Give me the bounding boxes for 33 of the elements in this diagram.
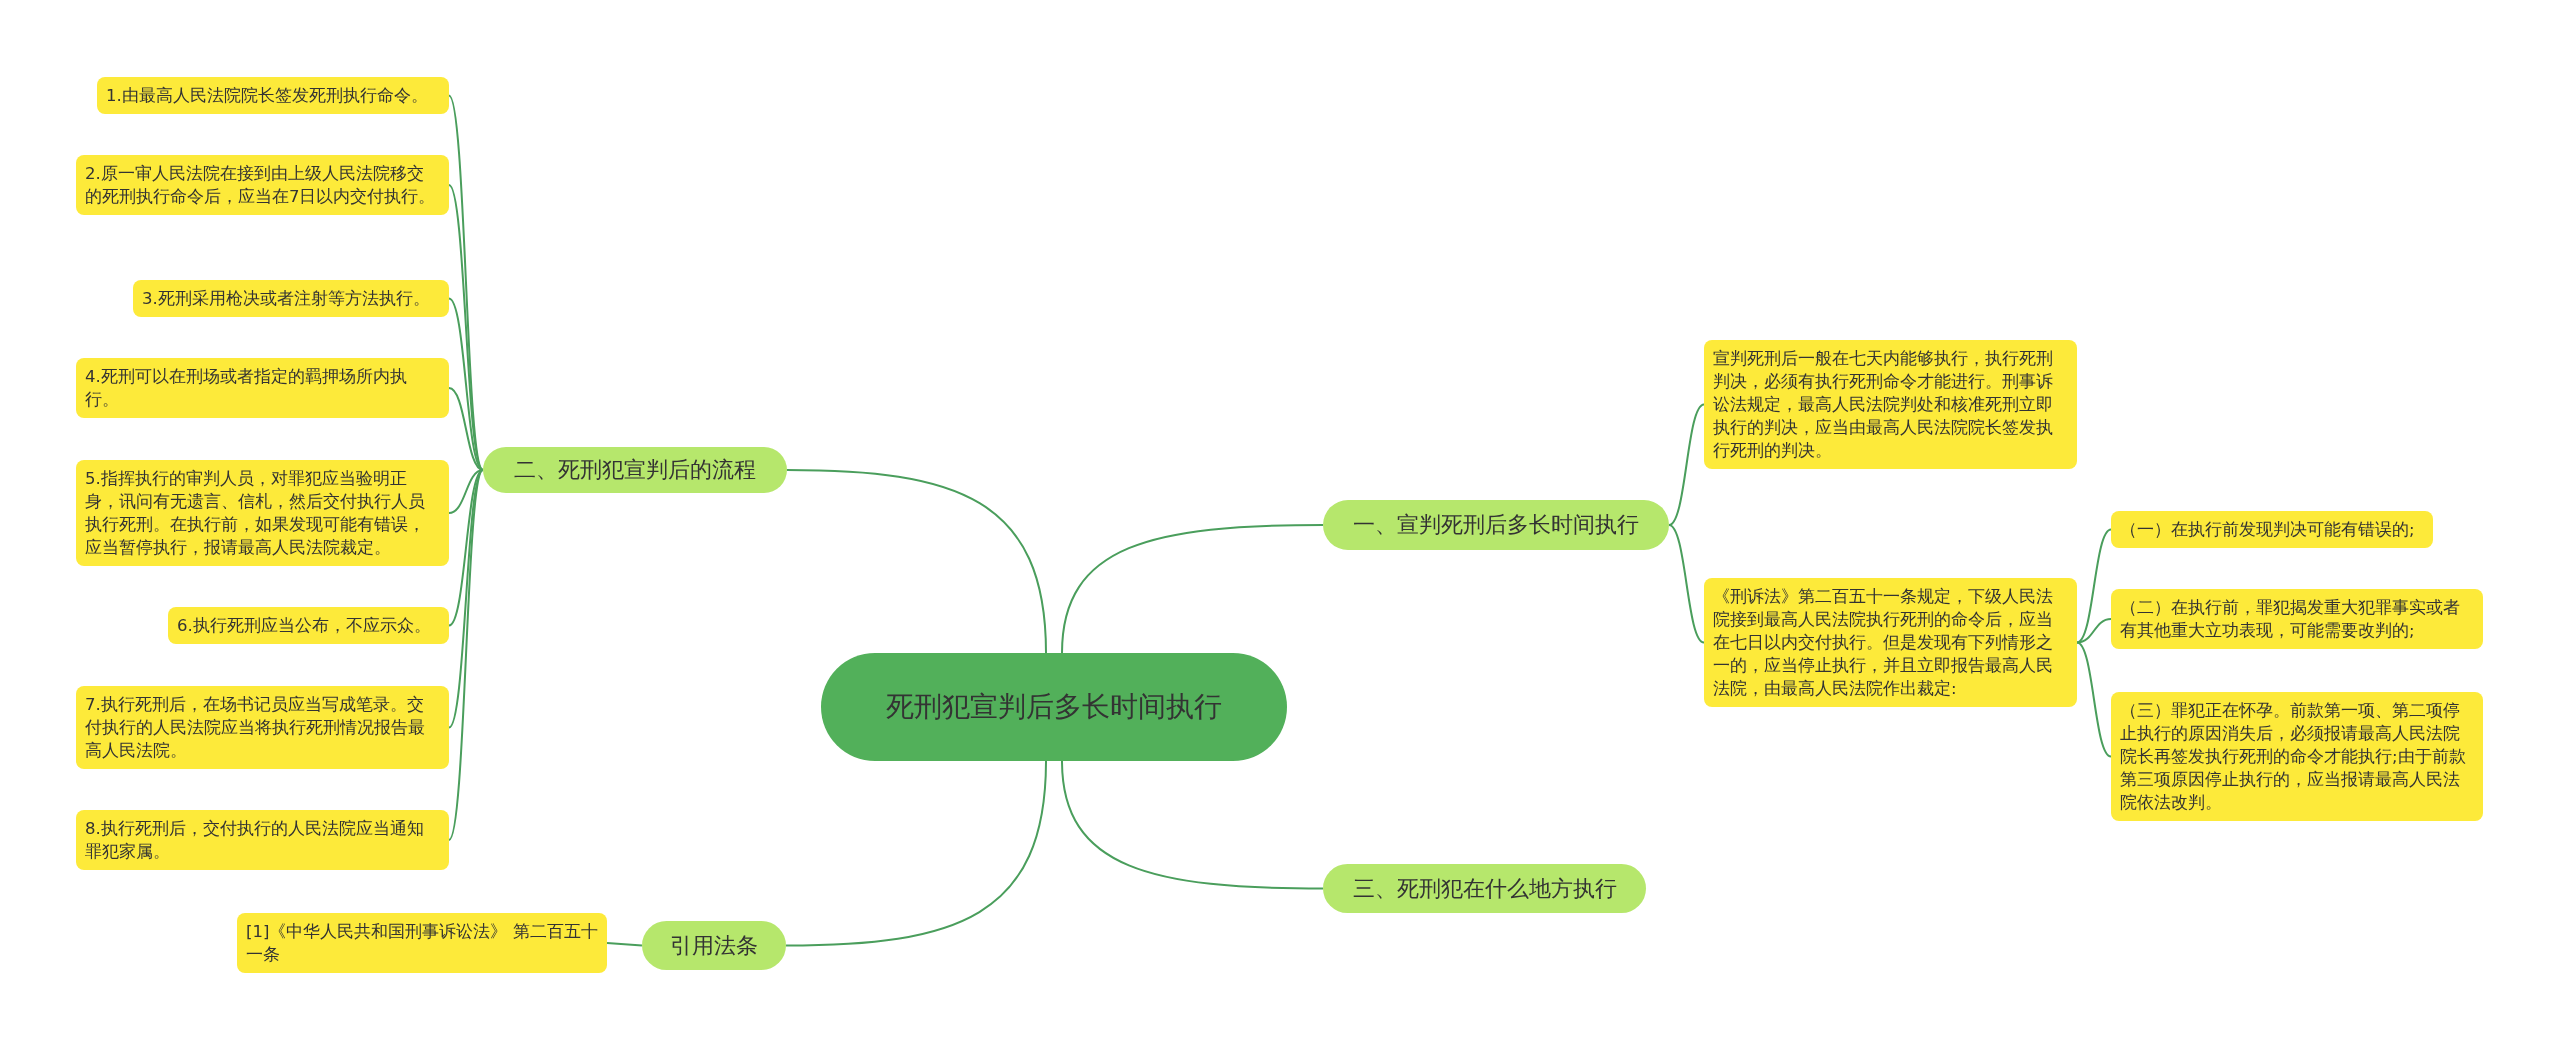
connector-line xyxy=(1668,403,1705,526)
connector-line xyxy=(2076,618,2112,644)
topic-pill: 一、宣判死刑后多长时间执行 xyxy=(1323,500,1669,550)
connector-line xyxy=(2076,641,2112,758)
note-card: （二）在执行前，罪犯揭发重大犯罪事实或者有其他重大立功表现，可能需要改判的; xyxy=(2111,589,2483,649)
connector-line xyxy=(1668,524,1705,644)
connector-line xyxy=(786,469,1047,654)
note-card: 5.指挥执行的审判人员，对罪犯应当验明正身，讯问有无遗言、信札，然后交付执行人员执行死刑。在执行前，如果发现可能有错误，应当暂停执行，报请最高人民法院裁定。 xyxy=(76,460,449,566)
note-card: 1.由最高人民法院院长签发死刑执行命令。 xyxy=(97,77,449,114)
connector-line xyxy=(1061,524,1324,654)
connector-line xyxy=(448,469,484,841)
central-topic: 死刑犯宣判后多长时间执行 xyxy=(821,653,1287,761)
note-card: （一）在执行前发现判决可能有错误的; xyxy=(2111,511,2433,548)
connector-line xyxy=(606,942,643,947)
topic-pill: 二、死刑犯宣判后的流程 xyxy=(483,447,787,493)
note-card: 3.死刑采用枪决或者注射等方法执行。 xyxy=(133,280,449,317)
connector-line xyxy=(1061,760,1324,890)
note-card: 4.死刑可以在刑场或者指定的羁押场所内执行。 xyxy=(76,358,449,418)
connector-line xyxy=(448,469,484,514)
connector-line xyxy=(785,760,1047,947)
note-card: （三）罪犯正在怀孕。前款第一项、第二项停止执行的原因消失后，必须报请最高人民法院院长再签发执行死刑的命令才能执行;由于前款第三项原因停止执行的，应当报请最高人民法院依法改判。 xyxy=(2111,692,2483,821)
note-card: 宣判死刑后一般在七天内能够执行，执行死刑判决，必须有执行死刑命令才能进行。刑事诉讼法规定，最高人民法院判处和核准死刑立即执行的判决，应当由最高人民法院院长签发执行死刑的判决。 xyxy=(1704,340,2077,469)
connector-line xyxy=(2076,528,2112,644)
note-card: 6.执行死刑应当公布，不应示众。 xyxy=(168,607,449,644)
topic-pill: 引用法条 xyxy=(642,921,786,970)
connector-line xyxy=(448,387,484,471)
topic-pill: 三、死刑犯在什么地方执行 xyxy=(1323,864,1646,913)
note-card: [1]《中华人民共和国刑事诉讼法》 第二百五十一条 xyxy=(237,913,607,973)
note-card: 7.执行死刑后，在场书记员应当写成笔录。交付执行的人民法院应当将执行死刑情况报告最高人民法院。 xyxy=(76,686,449,769)
note-card: 2.原一审人民法院在接到由上级人民法院移交的死刑执行命令后，应当在7日以内交付执行。 xyxy=(76,155,449,215)
connector-line xyxy=(448,94,484,471)
note-card: 《刑诉法》第二百五十一条规定，下级人民法院接到最高人民法院执行死刑的命令后，应当在七日以内交付执行。但是发现有下列情形之一的，应当停止执行，并且立即报告最高人民法院，由最高人民法院作出裁定: xyxy=(1704,578,2077,707)
note-card: 8.执行死刑后，交付执行的人民法院应当通知罪犯家属。 xyxy=(76,810,449,870)
